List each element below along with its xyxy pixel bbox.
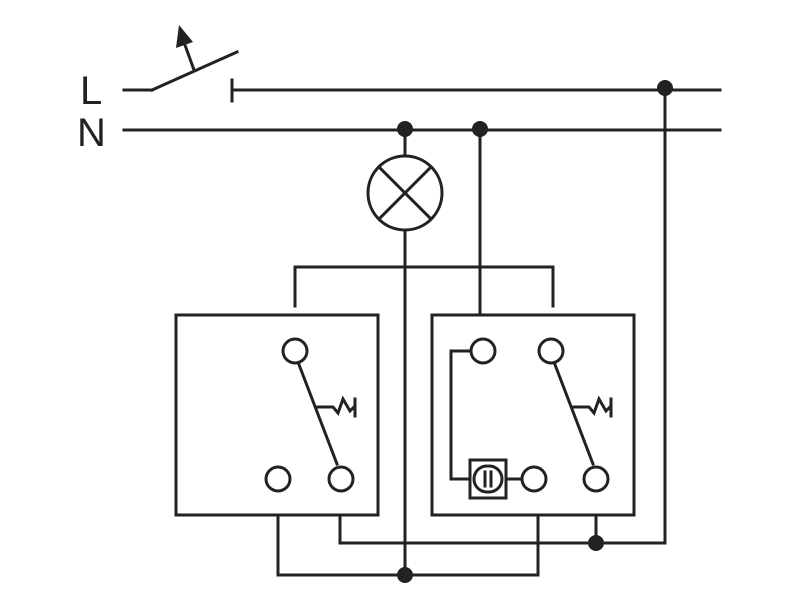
switch-spring	[316, 395, 357, 416]
line-conductor	[122, 78, 722, 103]
glow-lamp-wire	[449, 349, 473, 481]
main-switch-icon	[150, 25, 239, 92]
bottom-wire-lower	[276, 513, 540, 577]
terminal	[520, 465, 548, 493]
glow-lamp-icon	[468, 458, 508, 500]
terminal	[281, 337, 309, 365]
terminal	[582, 465, 610, 493]
junction-dot	[588, 535, 604, 551]
switch-lever	[552, 360, 595, 466]
junction-dot	[397, 567, 413, 583]
switch-lever	[296, 360, 339, 466]
lamp-icon	[366, 154, 444, 232]
bottom-wire-upper	[338, 513, 667, 545]
left-switch-box	[174, 313, 380, 517]
terminal	[537, 337, 565, 365]
neutral-label: N	[77, 111, 106, 155]
terminal	[327, 465, 355, 493]
terminal	[469, 337, 497, 365]
line-label: L	[80, 69, 102, 113]
switch-spring	[572, 395, 613, 416]
terminal	[264, 465, 292, 493]
traveler-bracket	[293, 265, 555, 308]
right-switch-box	[430, 313, 636, 517]
